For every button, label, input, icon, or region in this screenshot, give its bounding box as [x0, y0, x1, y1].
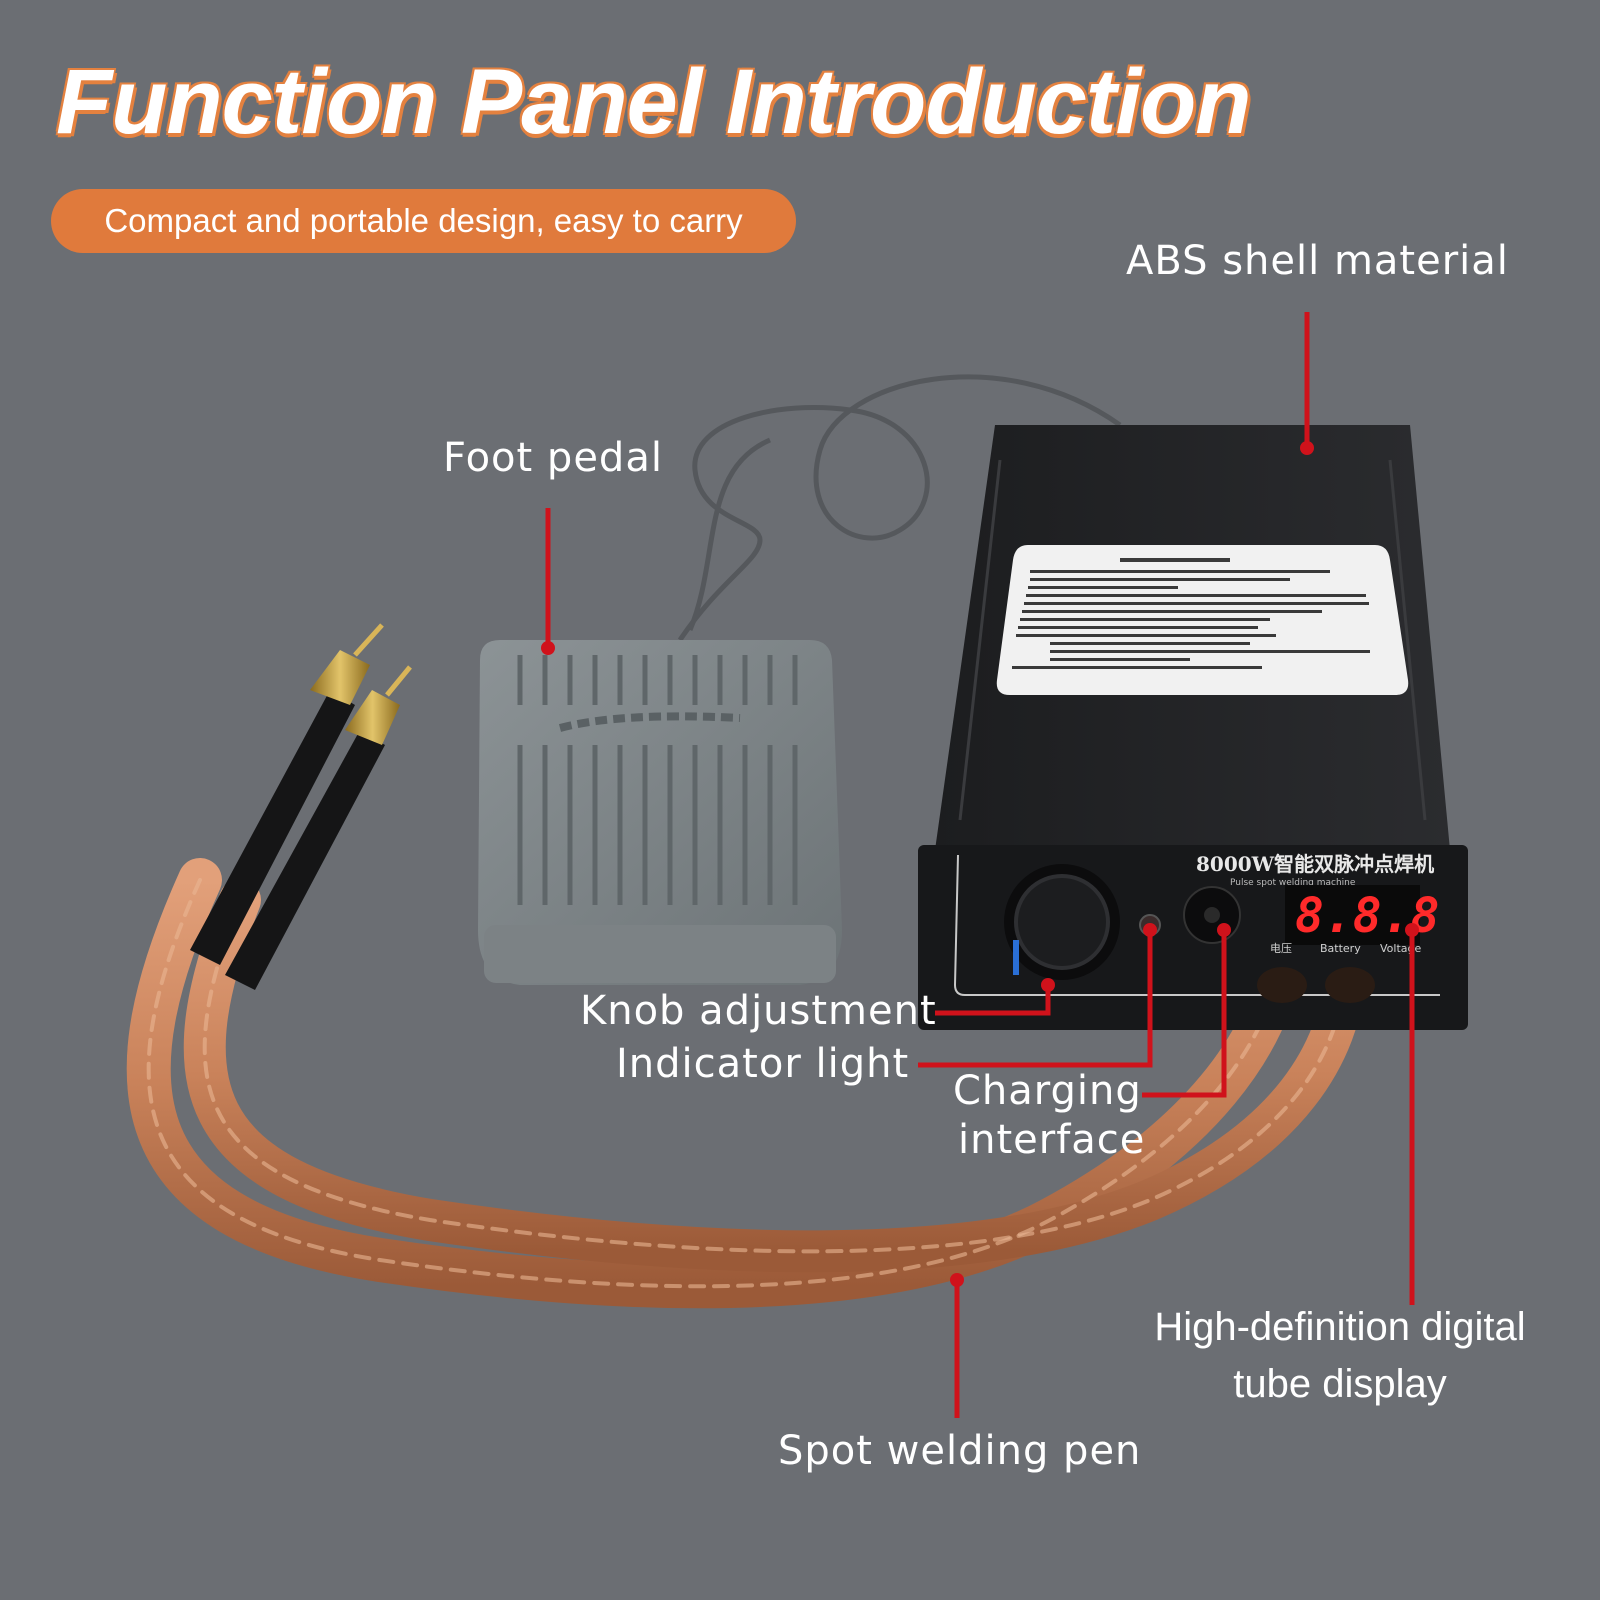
model-sublabel: Pulse spot welding machine: [1230, 878, 1356, 888]
subtitle-badge: Compact and portable design, easy to car…: [51, 189, 796, 253]
leader-indicator: [918, 930, 1153, 1068]
callout-knob: Knob adjustment: [580, 988, 937, 1034]
adjustment-knob: [1004, 864, 1120, 980]
port-label-voltage: Voltage: [1380, 942, 1421, 955]
leader-charging: [1142, 930, 1227, 1098]
callout-display-line2: tube display: [1233, 1362, 1447, 1406]
welding-cables: [126, 858, 1366, 1309]
callout-indicator: Indicator light: [616, 1041, 910, 1087]
callout-leaders: [545, 312, 1415, 1418]
callout-charging-line1: Charging: [953, 1068, 1142, 1114]
callout-charging-line2: interface: [958, 1117, 1146, 1163]
model-label: 8000W智能双脉冲点焊机: [1196, 852, 1434, 876]
display-readout: 8.8.8: [1295, 888, 1440, 944]
callout-foot-pedal: Foot pedal: [443, 435, 663, 481]
callout-pen: Spot welding pen: [778, 1428, 1142, 1474]
foot-pedal: [478, 640, 842, 985]
pedal-grip-ribs: [517, 655, 798, 905]
port-label-voltage-cn: 电压: [1270, 942, 1292, 955]
instruction-sticker: [996, 545, 1409, 695]
welder-machine: 8000W智能双脉冲点焊机 Pulse spot welding machine…: [918, 425, 1468, 1030]
callout-dots: [541, 441, 1419, 1287]
callout-display-line1: High-definition digital: [1154, 1305, 1526, 1349]
callout-abs-shell: ABS shell material: [1126, 238, 1509, 284]
leader-knob: [935, 985, 1051, 1016]
pedal-cable: [677, 374, 1122, 642]
page-title: Function Panel Introduction: [56, 51, 1251, 153]
spot-welding-pens: [190, 623, 412, 990]
port-label-battery: Battery: [1320, 942, 1361, 955]
digital-display: [1285, 885, 1420, 945]
charging-port: [1183, 886, 1241, 944]
